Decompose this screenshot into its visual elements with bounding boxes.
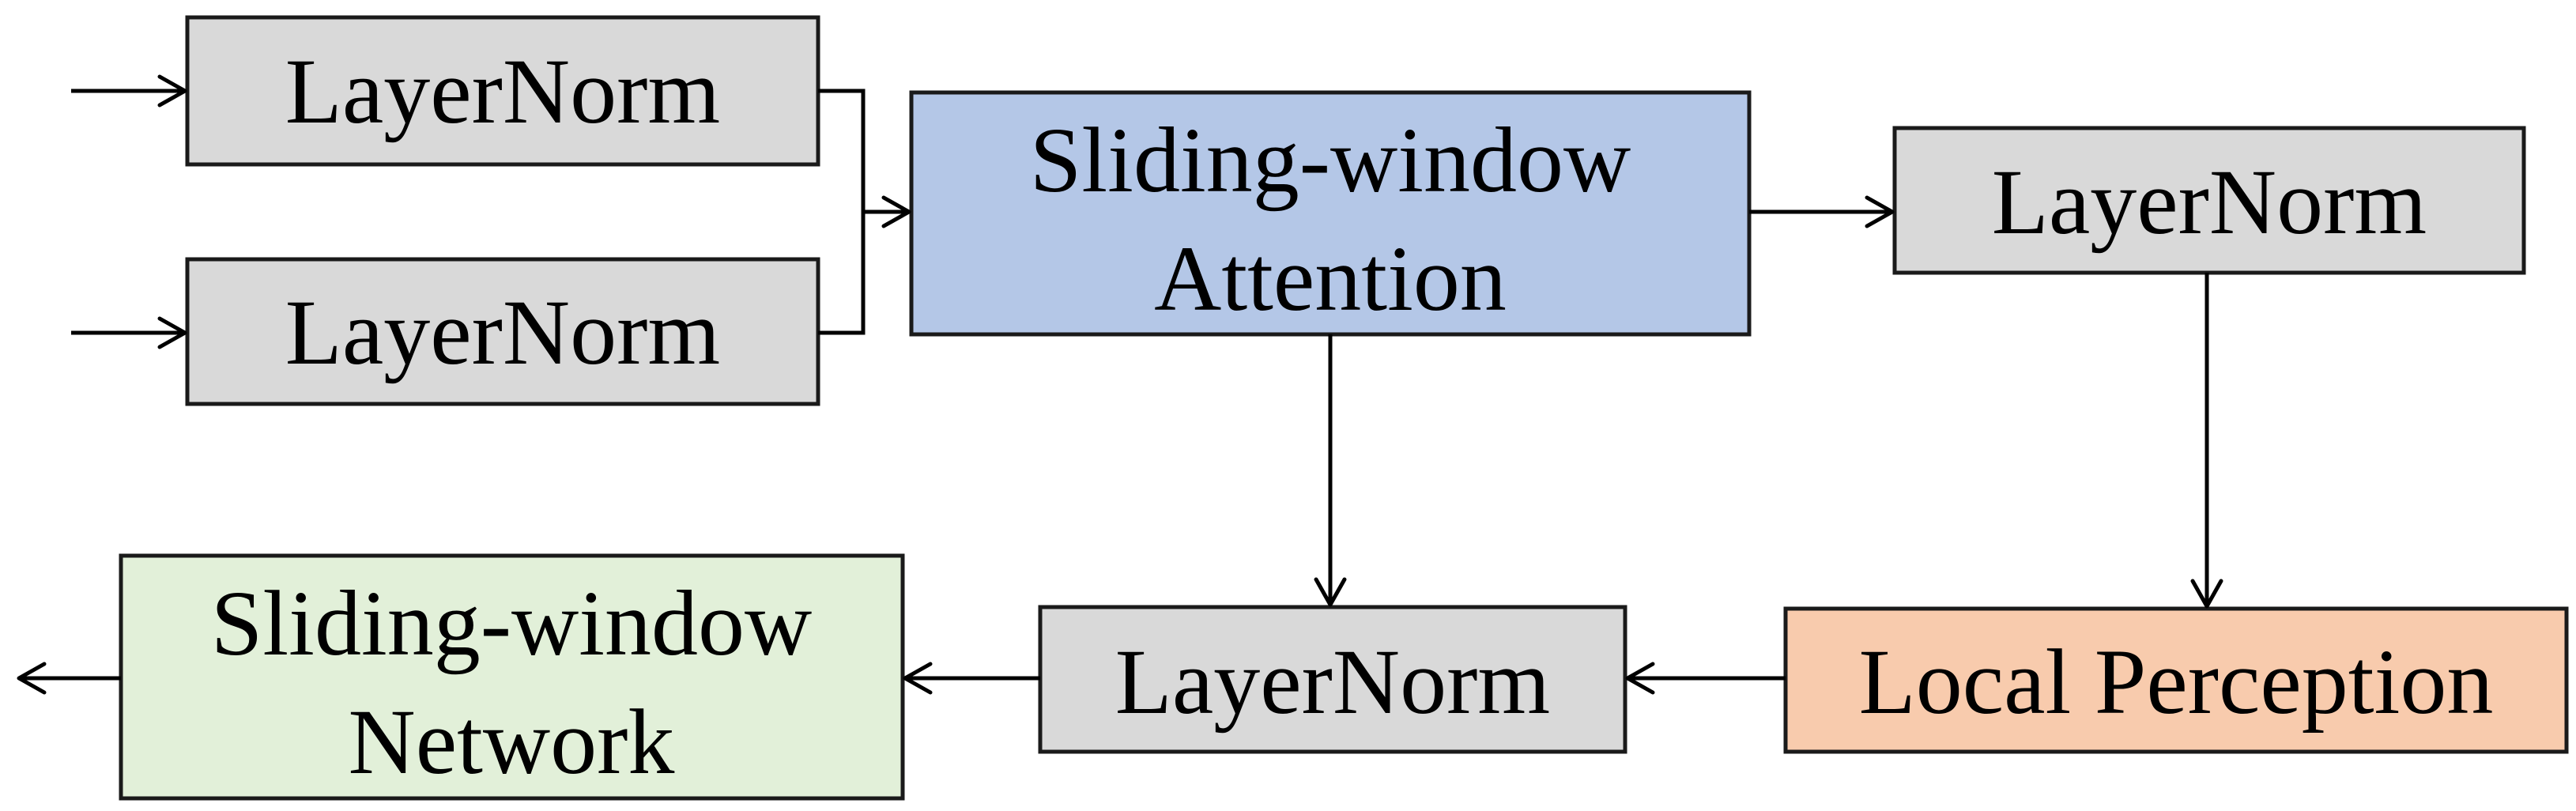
layernorm-bottom-to-network-arrow bbox=[903, 662, 1040, 695]
layernorm-bottom-label: LayerNorm bbox=[1115, 630, 1550, 734]
local-perception-label: Local Perception bbox=[1859, 630, 2494, 734]
layernorm-right-box bbox=[1892, 126, 2526, 275]
sliding-window-network-block: Sliding-window Network bbox=[119, 553, 905, 801]
sliding-window-network-box bbox=[119, 553, 905, 801]
input-arrow-top bbox=[71, 74, 187, 108]
local-perception-to-layernorm-bottom-arrow bbox=[1625, 662, 1786, 695]
layernorm-bottom-block: LayerNorm bbox=[1038, 605, 1627, 754]
layernorm-input-bottom-label: LayerNorm bbox=[285, 281, 720, 384]
sliding-window-attention-block: Sliding-window Attention bbox=[909, 90, 1752, 337]
sliding-window-attention-label-line2: Attention bbox=[1154, 227, 1507, 330]
merge-connector bbox=[818, 89, 911, 335]
layernorm-input-top-label: LayerNorm bbox=[285, 40, 720, 143]
layernorm-right-block: LayerNorm bbox=[1892, 126, 2526, 275]
local-perception-block: Local Perception bbox=[1783, 606, 2569, 754]
layernorm-input-top-block: LayerNorm bbox=[185, 15, 820, 167]
sliding-window-attention-box bbox=[909, 90, 1752, 337]
attention-to-layernorm-right-arrow bbox=[1749, 195, 1895, 228]
layernorm-input-top-box bbox=[185, 15, 820, 167]
layernorm-right-label: LayerNorm bbox=[1992, 150, 2427, 254]
input-arrow-bottom bbox=[71, 316, 187, 349]
sliding-window-network-label-line1: Sliding-window bbox=[211, 571, 813, 675]
output-arrow bbox=[17, 662, 121, 695]
layernorm-right-to-local-perception-arrow bbox=[2190, 273, 2223, 609]
attention-to-layernorm-bottom-arrow bbox=[1314, 334, 1347, 607]
layernorm-input-bottom-block: LayerNorm bbox=[185, 257, 820, 406]
layernorm-input-bottom-box bbox=[185, 257, 820, 406]
local-perception-box bbox=[1783, 606, 2569, 754]
sliding-window-attention-label-line1: Sliding-window bbox=[1030, 108, 1631, 212]
sliding-window-network-label-line2: Network bbox=[349, 690, 675, 794]
